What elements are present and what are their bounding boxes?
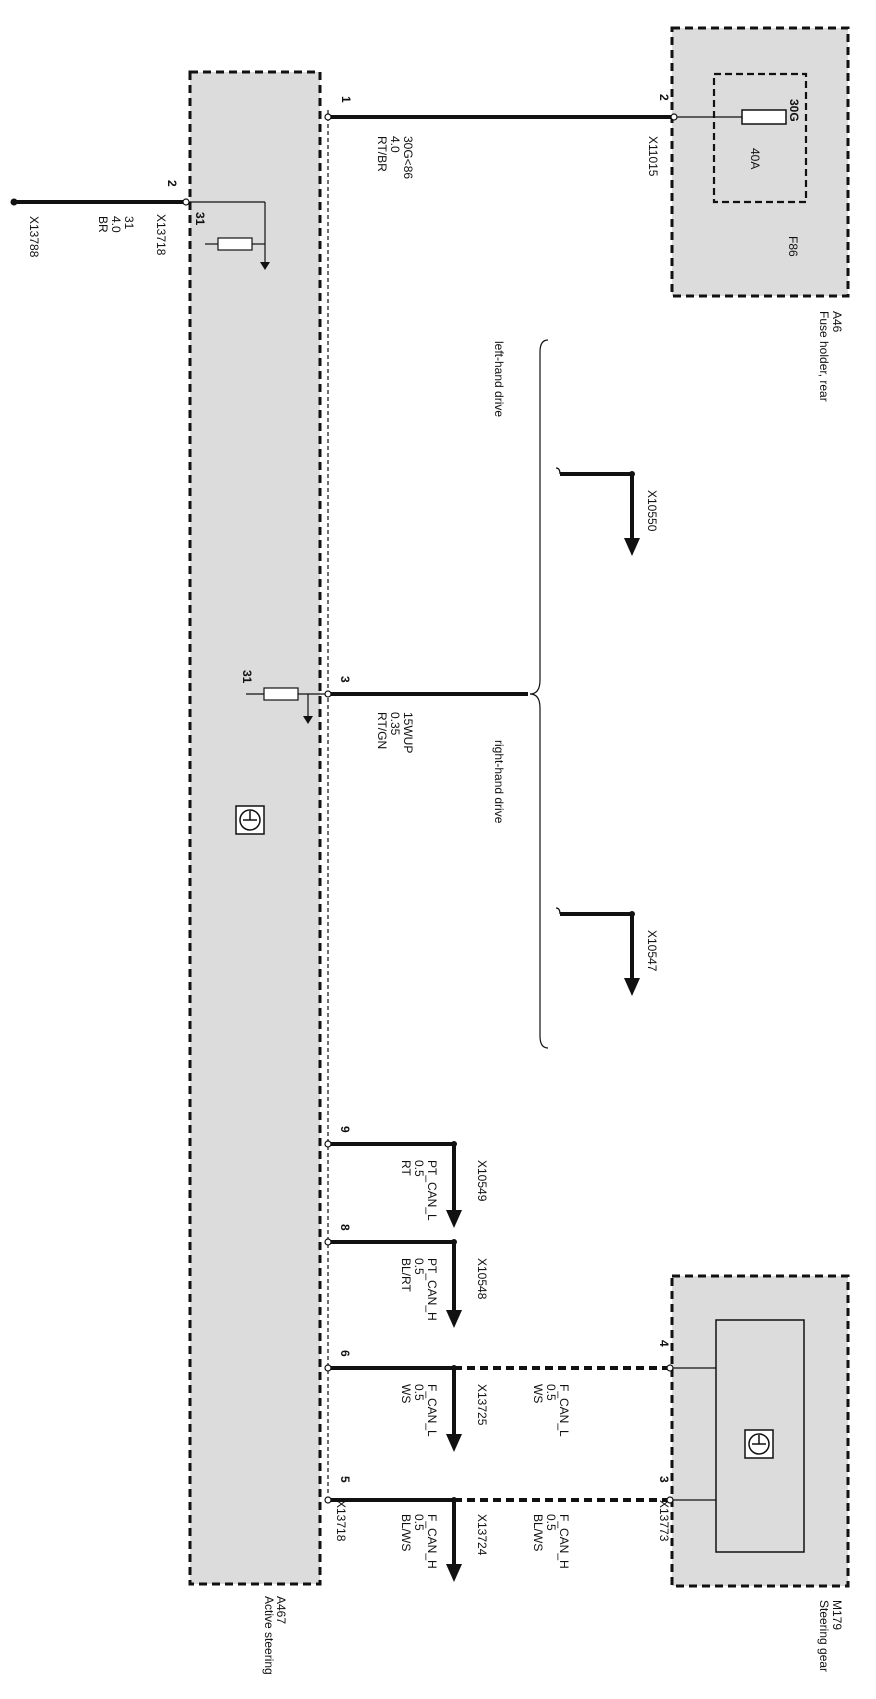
fuse-icon — [741, 109, 787, 125]
wire-5-pin: 5 — [338, 1476, 352, 1483]
wire-5-module-connector: X13718 — [334, 1500, 348, 1542]
ground-size: 4.0 — [109, 216, 123, 233]
fuse-connector: X11015 — [646, 136, 660, 177]
wire-6-pin: 6 — [338, 1350, 352, 1357]
fuse-holder-box — [670, 26, 850, 298]
wire-8-pin: 8 — [338, 1224, 352, 1231]
wire-1-signal: 30G<86 — [401, 136, 415, 179]
wire-9-pin: 9 — [338, 1126, 352, 1133]
fuse-terminal: 30G — [787, 99, 801, 122]
right-hand-drive-stub — [555, 907, 640, 996]
fuse-code: F86 — [786, 236, 800, 257]
wire-6-far-size: 0.5 — [544, 1384, 558, 1401]
right-hand-drive-label: right-hand drive — [492, 740, 506, 824]
wire-8-color: BL/RT — [399, 1258, 413, 1292]
wire-8-size: 0.5 — [412, 1258, 426, 1275]
wire-6-connector: X13725 — [475, 1384, 489, 1426]
left-hand-drive-stub — [555, 467, 640, 556]
wire-3-ground-label: 31 — [240, 670, 254, 684]
wire-6-signal: F_CAN_L — [425, 1384, 439, 1437]
ground-internal-label: 31 — [193, 212, 207, 226]
wire-9-signal: PT_CAN_L — [425, 1160, 439, 1221]
wire-pin-6 — [328, 1365, 668, 1452]
ground-color: BR — [96, 216, 110, 233]
fuse-rating: 40A — [748, 148, 762, 169]
fuse-holder-name: Fuse holder, rear — [817, 311, 831, 402]
wire-8-signal: PT_CAN_H — [425, 1258, 439, 1321]
fuse-pin: 2 — [657, 94, 671, 101]
wire-3-size: 0.35 — [388, 712, 402, 736]
ground-connector2: X13718 — [154, 214, 168, 256]
wire-3-pin: 3 — [338, 676, 352, 683]
rhd-connector: X10547 — [645, 930, 659, 972]
wire-3-internal-ground — [246, 687, 328, 724]
steering-gear-pin-4: 4 — [657, 1340, 671, 1347]
wire-9-size: 0.5 — [412, 1160, 426, 1177]
wire-3-color: RT/GN — [375, 712, 389, 749]
wire-5-far-size: 0.5 — [544, 1514, 558, 1531]
wire-6-far-color: WS — [531, 1384, 545, 1403]
wire-1-size: 4.0 — [388, 136, 402, 153]
steering-gear-connector: X13773 — [657, 1500, 671, 1542]
wire-pin-8 — [328, 1239, 462, 1328]
wire-3-signal: 15WUP — [401, 712, 415, 753]
active-steering-code: A467 — [274, 1596, 288, 1624]
wire-6-far-signal: F_CAN_L — [557, 1384, 571, 1437]
wire-5-far-color: BL/WS — [531, 1514, 545, 1551]
wire-5-far-signal: F_CAN_H — [557, 1514, 571, 1569]
fuse-f86-outline — [712, 72, 808, 204]
wire-8-connector: X10548 — [475, 1258, 489, 1300]
wire-5-connector: X13724 — [475, 1514, 489, 1556]
active-steering-name: Active steering — [262, 1596, 276, 1675]
wire-9-color: RT — [399, 1160, 413, 1176]
wire-9-connector: X10549 — [475, 1160, 489, 1202]
wire-pin-5 — [328, 1497, 668, 1582]
variant-brace — [529, 339, 549, 1049]
wire-pin-9 — [328, 1141, 462, 1228]
steering-gear-code: M179 — [830, 1600, 844, 1630]
wire-6-size: 0.5 — [412, 1384, 426, 1401]
ground-terminal: 31 — [122, 216, 136, 230]
wire-1-pin: 1 — [339, 96, 353, 103]
wire-5-color: BL/WS — [399, 1514, 413, 1551]
ground-connector: X13788 — [27, 216, 41, 258]
pin-markers — [182, 113, 678, 1504]
ground-wire — [10, 198, 270, 270]
ground-pin: 2 — [165, 180, 179, 187]
wire-1-color: RT/BR — [375, 136, 389, 172]
motor-symbol-icon — [744, 1429, 774, 1459]
wire-5-signal: F_CAN_H — [425, 1514, 439, 1569]
fuse-holder-code: A46 — [830, 311, 844, 333]
wire-5-size: 0.5 — [412, 1514, 426, 1531]
steering-gear-pin-3: 3 — [657, 1476, 671, 1483]
steering-gear-name: Steering gear — [817, 1600, 831, 1672]
left-hand-drive-label: left-hand drive — [492, 341, 506, 417]
wire-6-color: WS — [399, 1384, 413, 1403]
module-symbol-icon — [235, 805, 265, 835]
lhd-connector: X10550 — [645, 490, 659, 532]
